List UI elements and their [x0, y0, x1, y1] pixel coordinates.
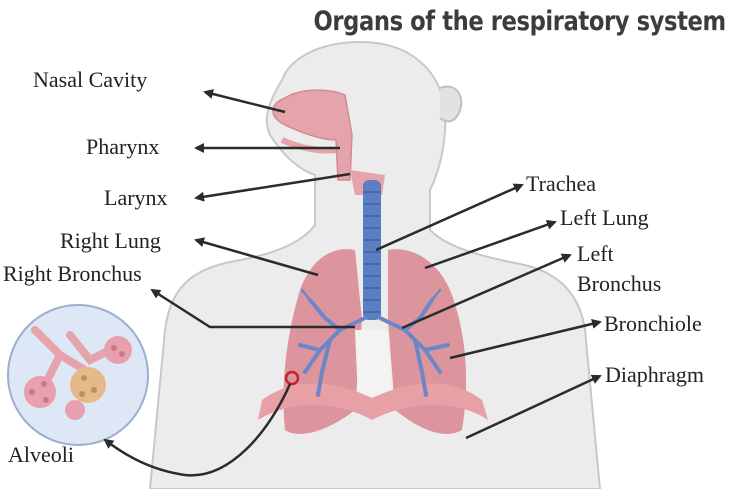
alveoli-inset [7, 304, 149, 446]
leader-arrows [103, 89, 602, 477]
trachea-shape [363, 180, 381, 320]
diagram-title: Organs of the respiratory system [313, 6, 727, 37]
label-left-bronchus-line1: Left [577, 241, 614, 266]
label-bronchiole: Bronchiole [604, 311, 702, 336]
arrow-nasal-cavity [203, 89, 286, 114]
nasal-cavity-shape [272, 89, 353, 181]
mediastinum [355, 330, 392, 400]
diaphragm-shape [258, 383, 488, 420]
arrow-diaphragm [465, 374, 602, 440]
label-left-bronchus-line2: Bronchus [577, 271, 662, 296]
arrow-bronchiole [449, 319, 602, 360]
bronchial-tree [298, 288, 450, 397]
label-nasal-cavity: Nasal Cavity [33, 67, 148, 92]
arrow-trachea [375, 183, 524, 252]
label-pharynx: Pharynx [86, 134, 160, 159]
label-trachea: Trachea [526, 171, 597, 196]
label-right-bronchus: Right Bronchus [3, 261, 142, 286]
arrow-alveoli [103, 383, 292, 477]
label-alveoli: Alveoli [8, 442, 74, 467]
label-larynx: Larynx [104, 185, 168, 210]
ear [439, 85, 463, 123]
label-diaphragm: Diaphragm [605, 362, 704, 387]
arrow-right-lung [194, 237, 319, 277]
arrow-right-bronchus [150, 288, 355, 329]
label-left-lung: Left Lung [560, 205, 649, 230]
alveoli-marker [284, 370, 300, 386]
arrow-left-bronchus [401, 253, 572, 330]
arrow-larynx [194, 172, 351, 202]
arrow-left-lung [424, 219, 557, 270]
label-right-lung: Right Lung [60, 228, 161, 253]
